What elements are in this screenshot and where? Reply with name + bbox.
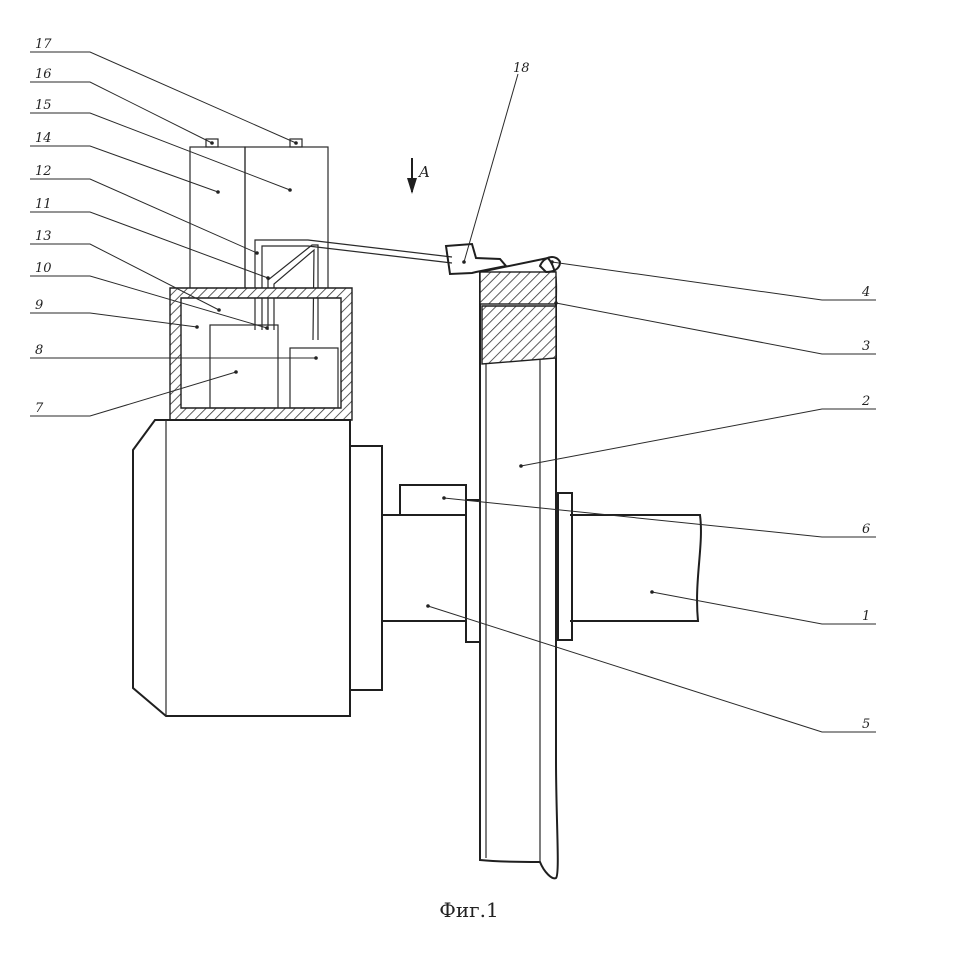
view-arrow-label: A [417,163,430,181]
label-13: 13 [35,229,52,244]
view-arrow: A [407,158,430,194]
label-7: 7 [35,401,44,416]
control-housing [169,287,353,421]
wheel-boss [557,492,573,641]
tire-section [481,305,557,365]
leader-lines [30,51,876,733]
unit-7 [209,324,279,409]
label-2: 2 [861,394,870,409]
reservoir-right [244,146,329,290]
flange-tip [538,256,562,274]
label-16: 16 [35,67,52,82]
label-18: 18 [513,61,530,76]
label-9: 9 [35,298,43,313]
label-4: 4 [861,285,870,300]
key-6 [399,484,467,516]
label-5: 5 [862,717,870,732]
cap-right [289,138,303,148]
cap-left [205,138,219,148]
label-11: 11 [35,197,52,212]
label-6: 6 [862,522,870,537]
leader-dots [195,141,654,608]
label-14: 14 [35,131,52,146]
label-1: 1 [862,609,870,624]
label-17: 17 [35,37,52,52]
label-3: 3 [862,339,870,354]
figure-caption: Фиг.1 [439,898,499,922]
label-12: 12 [35,164,52,179]
wheel [479,256,562,880]
gearbox [132,419,383,717]
reservoir-left [189,146,246,290]
label-8: 8 [35,343,43,358]
reservoirs [189,138,329,290]
axle [381,484,702,643]
label-10: 10 [35,261,52,276]
label-15: 15 [35,98,52,113]
unit-8 [289,347,339,409]
tread-ring [479,271,557,305]
part-labels: 17 16 15 14 12 11 13 10 9 8 7 18 4 3 2 6… [35,37,870,732]
